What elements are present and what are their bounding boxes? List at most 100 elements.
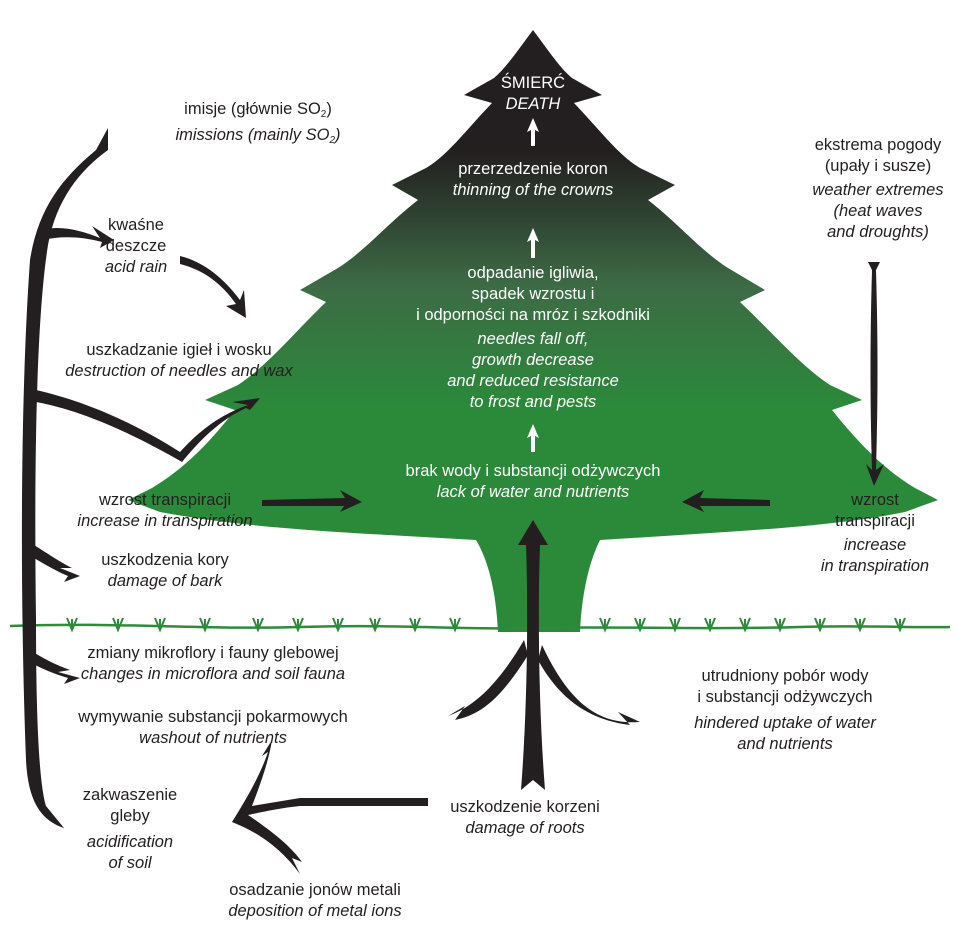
left-branch-acid-rain [42, 226, 114, 248]
label-needles: odpadanie igliwia, spadek wzrostu i i od… [388, 263, 678, 413]
weather-en-3: and droughts) [827, 223, 929, 241]
lack-pl: brak wody i substancji odżywczych [405, 462, 661, 480]
left-main-arrow [21, 128, 108, 828]
needles-en-4: to frost and pests [469, 393, 597, 411]
grass-tuft [332, 617, 344, 633]
label-thinning: przerzedzenie koron thinning of the crow… [423, 159, 643, 201]
uptake-pl-2: i substancji odżywczych [697, 688, 873, 706]
up-arrow-1 [527, 118, 539, 146]
imissions-pl-sub: 2 [320, 109, 327, 120]
acid-rain-pl-2: deszcze [105, 237, 167, 255]
death-en: DEATH [505, 95, 561, 113]
grass-tuft [894, 617, 906, 633]
metal-ions-pl: osadzanie jonów metali [229, 881, 401, 899]
label-weather: ekstrema pogody (upały i susze) weather … [790, 135, 966, 243]
grass-tuft [669, 617, 681, 633]
transpiration-right-pl-1: wzrost [851, 491, 899, 509]
label-acidification: zakwaszenie gleby acidification of soil [70, 785, 190, 874]
bark-en: damage of bark [107, 572, 223, 590]
grass-tuft [292, 617, 304, 633]
microflora-pl: zmiany mikroflory i fauny glebowej [87, 644, 339, 662]
imissions-pl-line: imisje (głównie SO2) [138, 99, 378, 125]
acidification-en-1: acidification [86, 833, 174, 851]
needles-en-2: growth decrease [472, 351, 594, 369]
bark-pl: uszkodzenia kory [101, 551, 229, 569]
roots-left-branch [448, 640, 528, 720]
label-acid-rain: kwaśne deszcze acid rain [76, 215, 196, 278]
grass-tuft [66, 617, 78, 633]
grass-tuft [704, 617, 716, 633]
left-branch-bark [34, 545, 80, 582]
needles-pl-3: i odporności na mróz i szkodniki [416, 306, 650, 324]
grass-tuft [449, 617, 461, 633]
acid-rain-arrow [180, 256, 246, 318]
acidification-pl-1: zakwaszenie [82, 786, 178, 804]
grass-tuft [739, 617, 751, 633]
needle-damage-pl: uszkadzanie igieł i wosku [86, 341, 272, 359]
imissions-en: imissions (mainly SO [175, 126, 330, 144]
transpiration-right-en-2: in transpiration [820, 557, 930, 575]
grass-tuft [774, 617, 786, 633]
acidification-en-2: of soil [108, 854, 152, 872]
thinning-en: thinning of the crowns [452, 181, 614, 199]
weather-pl-2: (upały i susze) [824, 157, 932, 175]
needles-en-3: and reduced resistance [447, 372, 619, 390]
grass-tuft [599, 617, 611, 633]
up-arrow-2 [527, 228, 539, 258]
transpiration-left-arrow [262, 490, 362, 512]
spruce-tree [128, 30, 938, 632]
transpiration-left-pl: wzrost transpiracji [98, 491, 232, 509]
left-branch-needles [36, 390, 260, 462]
death-pl: ŚMIERĆ [500, 74, 566, 92]
roots-acidification-arrow [232, 740, 428, 874]
label-transpiration-left: wzrost transpiracji increase in transpir… [50, 490, 280, 532]
thinning-pl: przerzedzenie koron [458, 160, 608, 178]
microflora-en: changes in microflora and soil fauna [80, 665, 346, 683]
grass-tuft [154, 617, 166, 633]
transpiration-right-pl-2: transpiracji [835, 512, 915, 530]
weather-arrow [866, 262, 884, 486]
up-arrow-3 [527, 424, 539, 452]
uptake-en-2: and nutrients [737, 735, 833, 753]
left-branch-microflora [30, 650, 80, 684]
imissions-pl: imisje (głównie SO [184, 100, 321, 118]
label-lack: brak wody i substancji odżywczych lack o… [368, 461, 698, 503]
uptake-pl-1: utrudniony pobór wody [701, 667, 869, 685]
lack-en: lack of water and nutrients [436, 483, 630, 501]
imissions-en-end: ) [335, 126, 341, 144]
needles-en-1: needles fall off, [477, 330, 589, 348]
grass-tuft [369, 617, 381, 633]
roots-pl: uszkodzenie korzeni [450, 798, 600, 816]
ground-line [9, 623, 951, 630]
label-washout: wymywanie substancji pokarmowych washout… [78, 707, 348, 749]
label-transpiration-right: wzrost transpiracji increase in transpir… [800, 490, 950, 577]
grass-tuft [409, 617, 421, 633]
grass-tuft [252, 617, 264, 633]
imissions-en-line: imissions (mainly SO2) [138, 125, 378, 151]
grass-tuft [112, 617, 124, 633]
grass-tuft [854, 617, 866, 633]
weather-en-2: (heat waves [833, 202, 923, 220]
transpiration-left-en: increase in transpiration [77, 512, 253, 530]
transpiration-right-en-1: increase [843, 536, 907, 554]
needles-pl-2: spadek wzrostu i [471, 285, 595, 303]
washout-pl: wymywanie substancji pokarmowych [78, 708, 348, 726]
imissions-pl-end: ) [326, 100, 332, 118]
acid-rain-pl-1: kwaśne [108, 216, 164, 234]
acid-rain-en: acid rain [104, 258, 168, 276]
label-microflora: zmiany mikroflory i fauny glebowej chang… [78, 643, 348, 685]
grass-tuft [199, 617, 211, 633]
label-metal-ions: osadzanie jonów metali deposition of met… [200, 880, 430, 922]
label-needle-damage: uszkadzanie igieł i wosku destruction of… [44, 340, 314, 382]
weather-en-1: weather extremes [812, 181, 944, 199]
grass-tuft [814, 617, 826, 633]
grass-tuft [634, 617, 646, 633]
label-imissions: imisje (głównie SO2) imissions (mainly S… [138, 99, 378, 151]
roots-en: damage of roots [465, 819, 585, 837]
weather-pl-1: ekstrema pogody [814, 136, 942, 154]
imissions-en-sub: 2 [329, 135, 336, 146]
needles-pl-1: odpadanie igliwia, [467, 264, 599, 282]
metal-ions-en: deposition of metal ions [228, 902, 402, 920]
label-uptake: utrudniony pobór wody i substancji odżyw… [660, 666, 910, 755]
